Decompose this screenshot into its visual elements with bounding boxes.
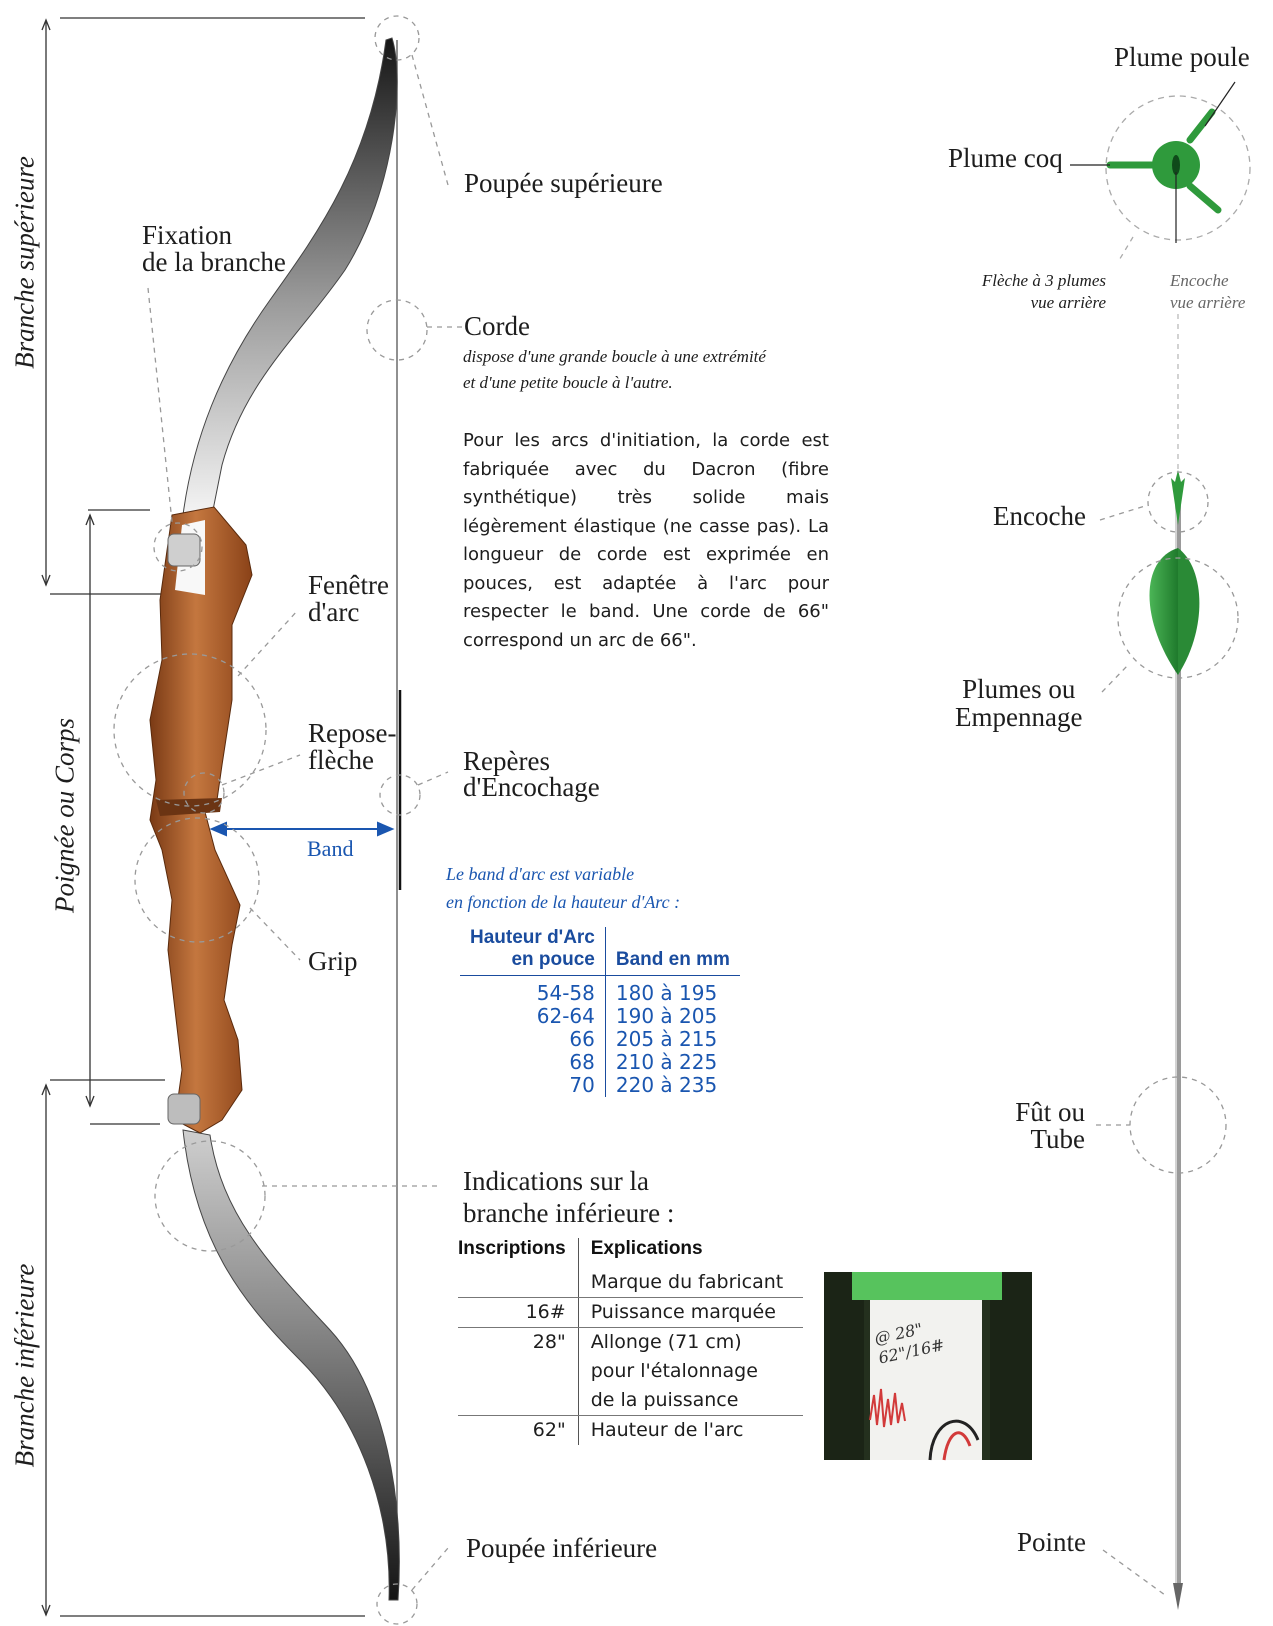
table-row: 28"Allonge (71 cm) [458, 1328, 803, 1358]
lower-limb-info-title: Indications sur la branche inférieure : [463, 1165, 674, 1229]
limb-bolt-bottom [168, 1094, 200, 1124]
limb-bolt-top [168, 534, 200, 566]
rear-view-left-label: Flèche à 3 plumes vue arrière [930, 270, 1106, 314]
nocking-points-label: Repères d'Encochage [463, 748, 600, 800]
limb-photo [824, 1272, 1032, 1460]
table-row: 16#Puissance marquée [458, 1298, 803, 1328]
arrow-side-view [1150, 470, 1200, 1610]
shaft-label: Fût ou Tube [1013, 1099, 1085, 1153]
table-row: de la puissance [458, 1386, 803, 1416]
arc-window-label: Fenêtre d'arc [308, 572, 389, 626]
explanations-header: Explications [578, 1238, 803, 1268]
string-title: Corde [464, 313, 530, 340]
lower-limb [183, 1130, 399, 1600]
string-paragraph: Pour les arcs d'initiation, la corde est… [463, 427, 829, 655]
band-arrow [212, 823, 392, 835]
inscriptions-header: Inscriptions [458, 1238, 578, 1268]
cock-feather-label: Plume coq [948, 145, 1063, 172]
band-label: Band [307, 835, 353, 862]
fletching-label: Plumes ou Empennage [955, 675, 1082, 731]
table-row: pour l'étalonnage [458, 1357, 803, 1386]
upper-limb-label: Branche supérieure [10, 148, 41, 378]
table-row: Marque du fabricant [458, 1268, 803, 1298]
riser-label: Poignée ou Corps [50, 696, 81, 936]
nock-label: Encoche [993, 503, 1086, 530]
riser [150, 507, 252, 1133]
rear-view-right-label: Encoche vue arrière [1170, 270, 1245, 314]
string-subtitle: dispose d'une grande boucle à une extrém… [463, 344, 766, 396]
arrow-rest-label: Repose- flèche [308, 720, 396, 774]
grip-label: Grip [308, 948, 358, 975]
table-row: 62"Hauteur de l'arc [458, 1416, 803, 1446]
band-table-header-height: Hauteur d'Arc en pouce [460, 927, 605, 976]
hen-feather-label: Plume poule [1114, 44, 1250, 71]
band-table-header-band: Band en mm [605, 927, 740, 976]
limb-fixing-label: Fixation de la branche [142, 222, 286, 276]
upper-tip-label: Poupée supérieure [464, 170, 663, 197]
lower-limb-label: Branche inférieure [10, 1251, 41, 1481]
lower-tip-label: Poupée inférieure [466, 1535, 657, 1562]
point-label: Pointe [1017, 1529, 1086, 1556]
inscriptions-table: Inscriptions Explications Marque du fabr… [458, 1238, 803, 1445]
band-intro: Le band d'arc est variable en fonction d… [446, 860, 680, 916]
